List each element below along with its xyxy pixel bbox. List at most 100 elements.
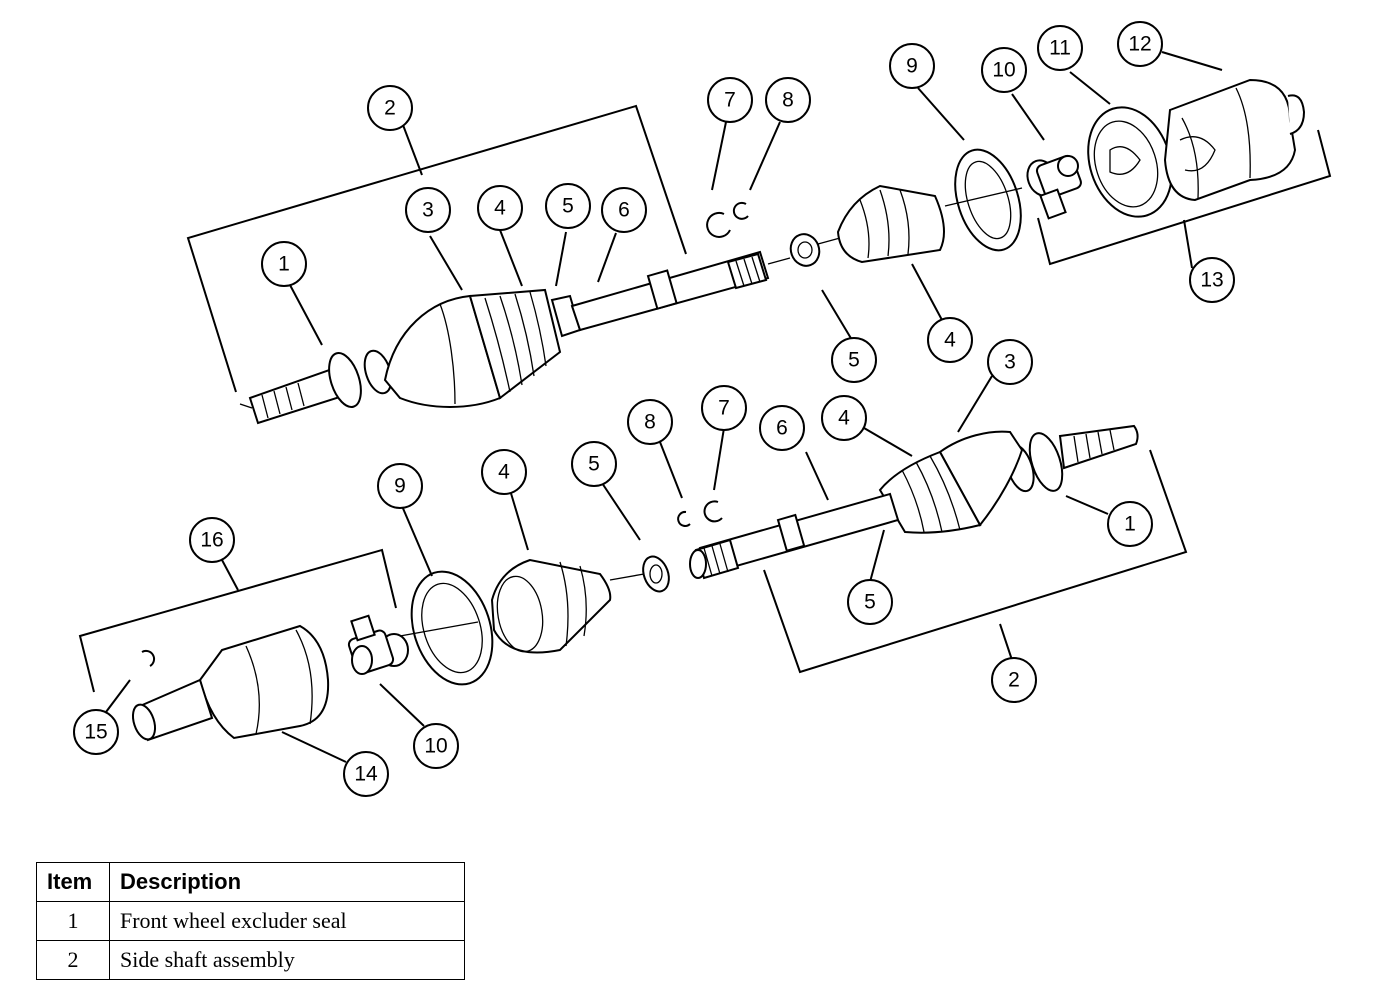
callout-top-4b: 4 [927,317,973,363]
callout-bottom-2: 2 [991,657,1037,703]
callout-top-12: 12 [1117,21,1163,67]
halfshaft-exploded-diagram: 1 2 3 4 5 6 7 8 5 4 9 10 11 12 13 1 2 3 … [73,21,1332,797]
callout-bottom-16: 16 [189,517,235,563]
svg-text:4: 4 [498,461,510,484]
svg-text:5: 5 [562,195,574,218]
bottom-inner-cv-housing [131,624,330,742]
callout-bottom-9: 9 [377,463,423,509]
callout-bottom-5: 5 [847,579,893,625]
top-bracket-housing [1037,129,1332,266]
legend-row: 1 Front wheel excluder seal [36,901,465,941]
svg-text:8: 8 [782,89,794,112]
svg-text:14: 14 [354,763,378,786]
svg-text:2: 2 [384,97,396,120]
callout-bottom-8: 8 [627,399,673,445]
callout-top-8: 8 [765,77,811,123]
svg-text:6: 6 [618,199,630,222]
svg-text:12: 12 [1128,33,1151,56]
legend-item-number: 2 [36,940,110,980]
top-interconnecting-shaft [570,250,791,332]
top-circlip-7 [706,211,731,238]
bottom-inner-clamp [642,555,670,593]
legend-item-description: Side shaft assembly [109,940,465,980]
callout-bottom-15: 15 [73,709,119,755]
svg-text:5: 5 [588,453,600,476]
callouts-bottom: 1 2 3 4 5 6 7 8 5 4 9 10 14 15 16 [73,339,1153,797]
svg-text:13: 13 [1200,269,1223,292]
svg-text:11: 11 [1049,37,1071,60]
top-inner-cv-housing [1163,78,1306,202]
legend-item-description: Front wheel excluder seal [109,901,465,941]
bottom-outer-boot [878,450,982,534]
legend-item-number: 1 [36,901,110,941]
top-cv-stub-shaft [239,366,345,425]
svg-text:9: 9 [906,55,918,78]
svg-text:4: 4 [838,407,850,430]
bottom-circlip-15 [141,649,156,667]
callouts-top: 1 2 3 4 5 6 7 8 5 4 9 10 11 12 13 [261,21,1235,383]
callout-top-7: 7 [707,77,753,123]
svg-text:1: 1 [1124,513,1136,536]
bottom-interconnecting-shaft [689,492,900,580]
svg-text:4: 4 [494,197,506,220]
svg-text:4: 4 [944,329,956,352]
callout-bottom-1: 1 [1107,501,1153,547]
svg-text:5: 5 [848,349,860,372]
svg-text:15: 15 [84,721,107,744]
top-assembly [186,51,1332,425]
bottom-inner-boot [490,558,612,654]
svg-text:7: 7 [718,397,730,420]
legend-header-description: Description [109,862,465,902]
callout-bottom-10: 10 [413,723,459,769]
bottom-tripod [347,614,409,675]
svg-text:9: 9 [394,475,406,498]
callout-top-6: 6 [601,187,647,233]
callout-top-1: 1 [261,241,307,287]
svg-text:1: 1 [278,253,290,276]
callout-bottom-7: 7 [701,385,747,431]
top-inner-boot [836,184,945,264]
bottom-leader-lines [105,375,1109,763]
parts-legend-table: Item Description 1 Front wheel excluder … [36,862,465,980]
top-inner-clamp [789,233,821,267]
callout-bottom-4b: 4 [481,449,527,495]
svg-text:8: 8 [644,411,656,434]
top-outer-boot [468,288,562,400]
svg-text:3: 3 [1004,351,1016,374]
top-leader-lines [289,51,1223,346]
svg-text:3: 3 [422,199,434,222]
top-housing-seal [954,148,1022,252]
svg-text:5: 5 [864,591,876,614]
legend-row: 2 Side shaft assembly [36,940,465,980]
legend-header-row: Item Description [36,862,465,902]
svg-text:2: 2 [1008,669,1020,692]
bottom-housing-seal [399,570,494,686]
callout-top-5: 5 [545,183,591,229]
svg-text:10: 10 [992,59,1015,82]
callout-top-11: 11 [1037,25,1083,71]
bottom-circlip-8 [677,510,691,527]
svg-text:7: 7 [724,89,736,112]
bottom-cv-stub-shaft [1058,424,1139,470]
bottom-assembly [78,375,1188,763]
bottom-circlip-7 [703,500,723,523]
top-excluder-seal [328,352,362,408]
callout-bottom-3: 3 [987,339,1033,385]
callout-bottom-14: 14 [343,751,389,797]
callout-top-10: 10 [981,47,1027,93]
callout-top-13: 13 [1189,257,1235,303]
top-bracket-shaft [186,104,687,393]
bottom-bracket-housing [78,548,397,693]
callout-bottom-6: 6 [759,405,805,451]
svg-text:6: 6 [776,417,788,440]
top-tripod [1026,154,1082,220]
callout-bottom-4: 4 [821,395,867,441]
callout-bottom-5b: 5 [571,441,617,487]
callout-top-2: 2 [367,85,413,131]
legend-header-item: Item [36,862,110,902]
svg-text:16: 16 [200,529,223,552]
callout-top-4: 4 [477,185,523,231]
callout-top-9: 9 [889,43,935,89]
callout-top-3: 3 [405,187,451,233]
top-circlip-8 [732,201,749,220]
